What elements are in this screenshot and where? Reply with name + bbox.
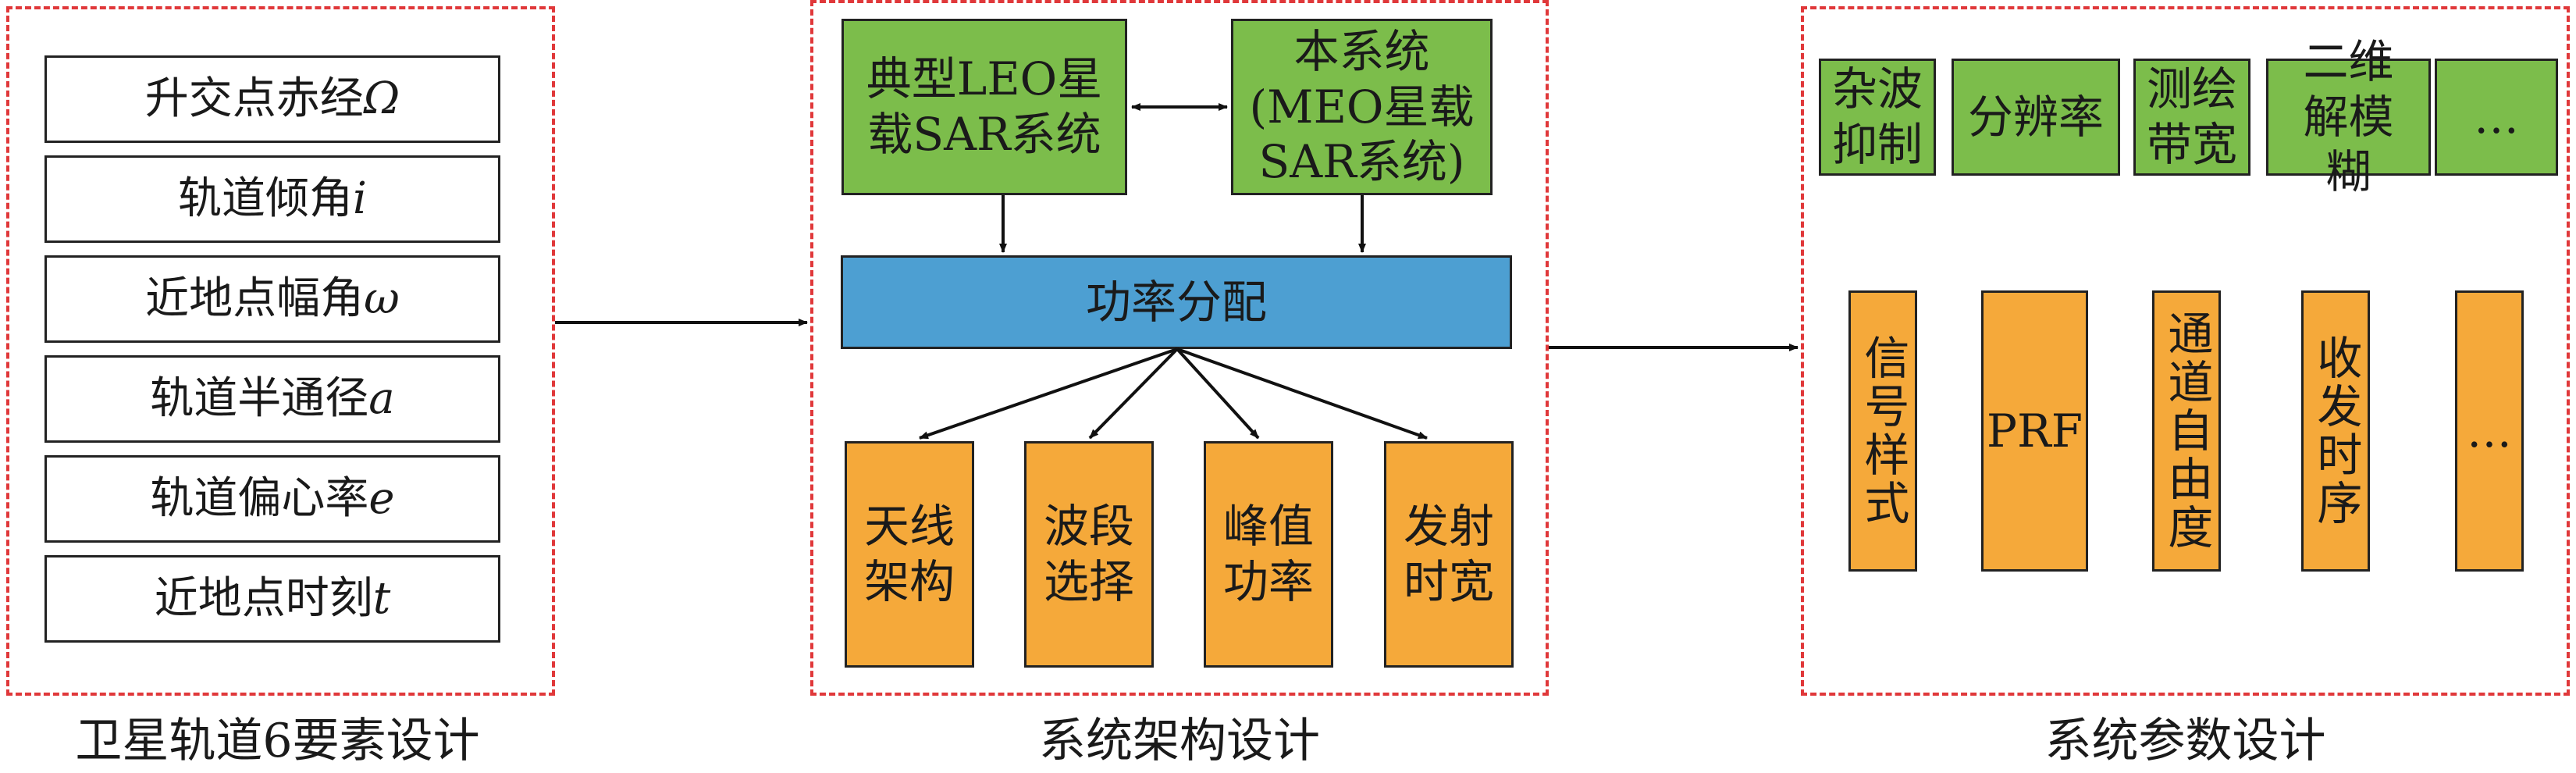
system-parameters-panel <box>1801 6 2570 696</box>
arrow-power-to-antenna <box>919 347 1178 440</box>
param-prf: PRF <box>1981 290 2088 572</box>
orbit-elements-panel <box>6 6 555 696</box>
arrow-power-to-pulse <box>1176 347 1428 440</box>
param-2d-ambiguity-resolution: 二维解模糊 <box>2266 35 2431 198</box>
output-antenna-architecture: 天线架构 <box>845 441 974 668</box>
panel1-caption: 卫星轨道6要素设计 <box>75 714 480 768</box>
system-architecture-panel <box>810 0 1549 696</box>
panel2-caption: 系统架构设计 <box>1039 714 1320 768</box>
param-swath-width: 测绘带宽 <box>2133 59 2250 176</box>
panel3-caption: 系统参数设计 <box>2044 714 2326 768</box>
output-pulse-width: 发射时宽 <box>1384 441 1514 668</box>
param-signal-format: 信号样式 <box>1848 290 1917 572</box>
output-band-selection: 波段选择 <box>1024 441 1154 668</box>
leo-sar-box: 典型LEO星载SAR系统 <box>841 19 1127 195</box>
output-peak-power: 峰值功率 <box>1204 441 1333 668</box>
param-tx-rx-timing: 收发时序 <box>2301 290 2370 572</box>
param-more: … <box>2435 59 2558 176</box>
arrow-power-to-peak <box>1176 347 1260 440</box>
arrow-power-to-band <box>1088 347 1179 440</box>
meo-sar-box: 本系统(MEO星载SAR系统) <box>1231 19 1493 195</box>
param-resolution: 分辨率 <box>1952 59 2120 176</box>
param-clutter-suppression: 杂波抑制 <box>1819 59 1936 176</box>
power-allocation-box: 功率分配 <box>841 255 1512 349</box>
param-channel-dof: 通道自由度 <box>2152 290 2221 572</box>
param-more-2: … <box>2455 290 2524 572</box>
